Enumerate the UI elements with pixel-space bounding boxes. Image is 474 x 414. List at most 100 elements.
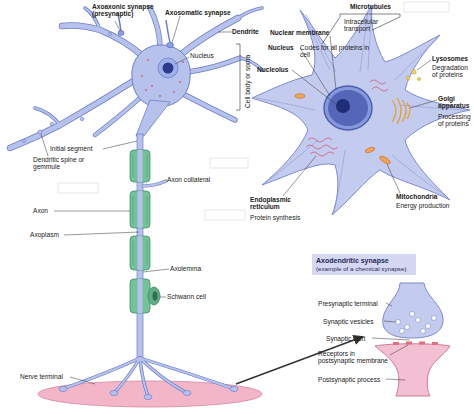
dendrite: [238, 8, 262, 18]
dendrite: [35, 108, 60, 125]
mitochondrion: [295, 94, 305, 98]
part-label: Receptors in postsynaptic membrane: [318, 350, 390, 365]
part-label: Schwann cell: [167, 293, 206, 300]
nissl-substance: [173, 91, 175, 93]
leader-line: [386, 379, 405, 380]
part-label: Nucleolus: [257, 66, 289, 73]
nissl-substance: [141, 75, 143, 77]
mitochondrion: [365, 146, 376, 154]
leader-line: [330, 36, 336, 89]
part-label: Axoaxonic synapse (presynaptic): [92, 3, 164, 18]
dendrite: [10, 8, 262, 148]
dendritic-spine: [38, 130, 42, 134]
dendrite: [238, 8, 262, 18]
leader-line: [218, 32, 232, 33]
myelin-sheath: [130, 279, 150, 313]
part-label: Cell body or soma: [244, 55, 251, 108]
box-heading: Axodendritic synapse: [316, 257, 412, 265]
part-label: Axoplasm: [30, 231, 59, 238]
dendritic-spine: [22, 139, 25, 142]
part-label: Nerve terminal: [20, 373, 63, 380]
synaptic-vesicle: [421, 329, 426, 334]
terminal-bouton: [59, 387, 67, 392]
axon-core: [138, 279, 143, 313]
leader-line: [115, 21, 120, 31]
dendrite: [188, 58, 240, 72]
dendrite: [180, 18, 238, 55]
receptor: [419, 342, 425, 345]
schwann-nucleus: [153, 292, 158, 301]
golgi-apparatus: [397, 98, 401, 124]
synapse-knob: [167, 42, 174, 47]
part-label: Dendrite: [232, 28, 259, 35]
blank-label-box: [58, 183, 98, 193]
cell-body: [132, 45, 190, 136]
part-label: Presynaptic terminal: [318, 300, 378, 307]
terminal-branch: [65, 358, 140, 388]
microtubule: [256, 98, 315, 110]
part-label: Nucleus: [268, 44, 294, 51]
myelin-band: [147, 241, 148, 265]
part-label: Processing of proteins: [438, 113, 474, 128]
blank-label-box: [210, 158, 248, 168]
axon: [137, 134, 166, 360]
leader-line: [390, 345, 408, 355]
terminal-bouton: [144, 395, 152, 400]
lysosome: [406, 76, 410, 80]
part-label: Axon collateral: [167, 176, 210, 183]
microtubule: [303, 14, 330, 70]
terminal-branch: [115, 358, 140, 392]
myelin-sheath: [130, 150, 150, 182]
receptor: [393, 342, 438, 346]
synaptic-vesicle: [396, 320, 401, 325]
dendrite: [10, 8, 262, 148]
dendritic-spine: [80, 117, 84, 121]
leader-line: [372, 338, 410, 340]
endoplasmic-reticulum: [310, 152, 334, 156]
leader-line: [160, 297, 166, 298]
terminal-bouton: [230, 387, 238, 392]
nucleus-shape: [163, 63, 174, 74]
dendrite: [62, 26, 145, 59]
terminal-bouton: [59, 387, 238, 400]
golgi-apparatus: [392, 100, 396, 122]
bracket: [236, 44, 240, 110]
bracket: [236, 44, 240, 110]
leader-line: [384, 321, 396, 322]
axon-core: [138, 150, 143, 182]
nucleus-detail: [324, 86, 372, 130]
nucleus-shape: [158, 58, 178, 78]
microtubule: [256, 8, 466, 212]
axon: [137, 134, 143, 360]
receptor: [432, 342, 438, 345]
dendrite: [35, 108, 60, 125]
part-label: Mitochondria: [396, 193, 437, 200]
endoplasmic-reticulum: [306, 80, 388, 156]
part-label: Initial segment: [50, 145, 93, 152]
presynaptic-terminal-shape: [383, 283, 443, 338]
leader-line: [103, 141, 137, 149]
dendrite: [95, 98, 140, 135]
golgi-apparatus: [402, 100, 406, 122]
leader-line: [417, 60, 431, 70]
leader-line: [41, 134, 48, 156]
lysosome: [417, 77, 420, 80]
endoplasmic-reticulum: [372, 87, 388, 91]
part-label: Synaptic vesicles: [323, 318, 374, 325]
myelin-sheath: [130, 236, 150, 270]
dendritic-spine: [50, 122, 54, 126]
synaptic-vesicle: [426, 324, 431, 329]
microtubule: [395, 38, 438, 80]
nissl-substance: [145, 89, 147, 91]
part-label: Golgi apparatus: [438, 95, 474, 110]
dendrite: [180, 18, 238, 55]
leader-line: [283, 156, 316, 196]
myelin-band: [133, 196, 134, 223]
dendrite: [62, 26, 145, 59]
synaptic-vesicle: [410, 312, 415, 317]
nissl-substance: [151, 85, 153, 87]
microtubule-bracket: [322, 14, 400, 44]
myelin-band: [147, 196, 148, 223]
nissl-substance: [159, 95, 161, 97]
dendrite: [150, 8, 160, 48]
